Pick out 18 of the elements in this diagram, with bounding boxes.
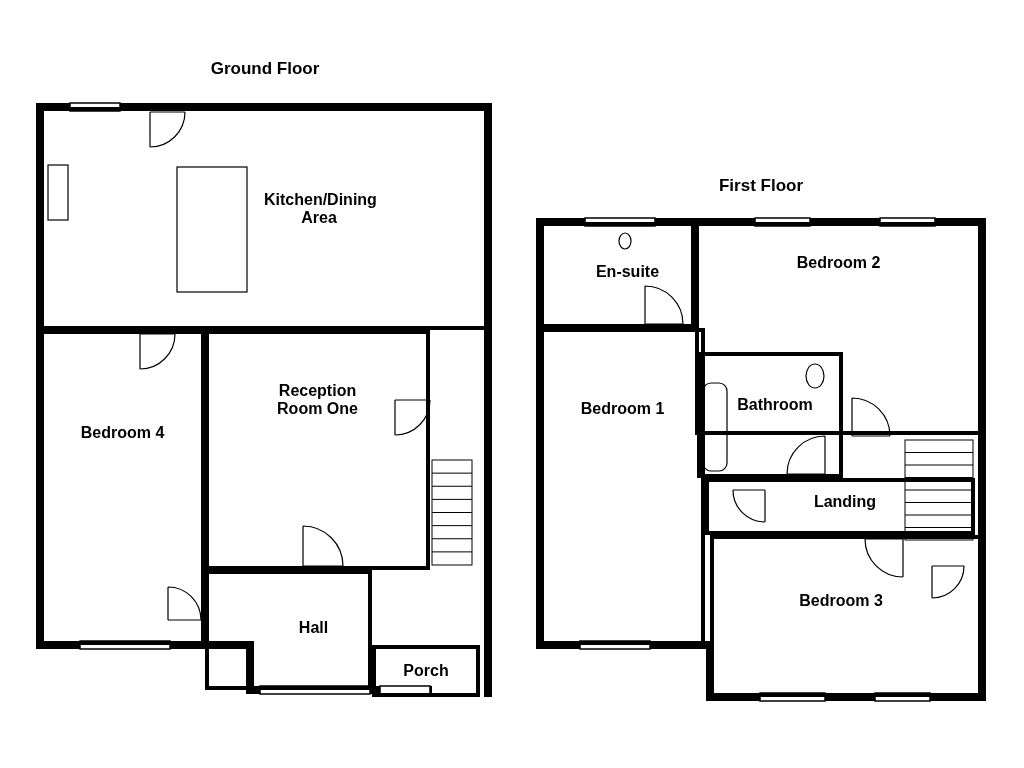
room-label: Bedroom 2 bbox=[796, 253, 881, 272]
room-label: Reception Room One bbox=[276, 382, 359, 418]
room bbox=[205, 330, 430, 570]
room bbox=[372, 645, 480, 697]
floor-title: Ground Floor bbox=[209, 59, 321, 79]
room-label: Bedroom 3 bbox=[799, 592, 883, 610]
room-label: Bedroom 4 bbox=[80, 423, 165, 442]
room bbox=[697, 352, 843, 478]
floor-title: First Floor bbox=[717, 176, 805, 196]
room bbox=[705, 478, 975, 535]
room bbox=[205, 570, 372, 690]
room-label: Bathroom bbox=[737, 396, 813, 414]
room-label: En-suite bbox=[595, 263, 660, 281]
room-label: Bedroom 1 bbox=[580, 399, 665, 418]
room-label: Hall bbox=[298, 619, 329, 637]
room-label: Landing bbox=[813, 492, 877, 511]
room-label: Porch bbox=[403, 662, 449, 680]
room-label: Kitchen/Dining Area bbox=[264, 190, 374, 227]
